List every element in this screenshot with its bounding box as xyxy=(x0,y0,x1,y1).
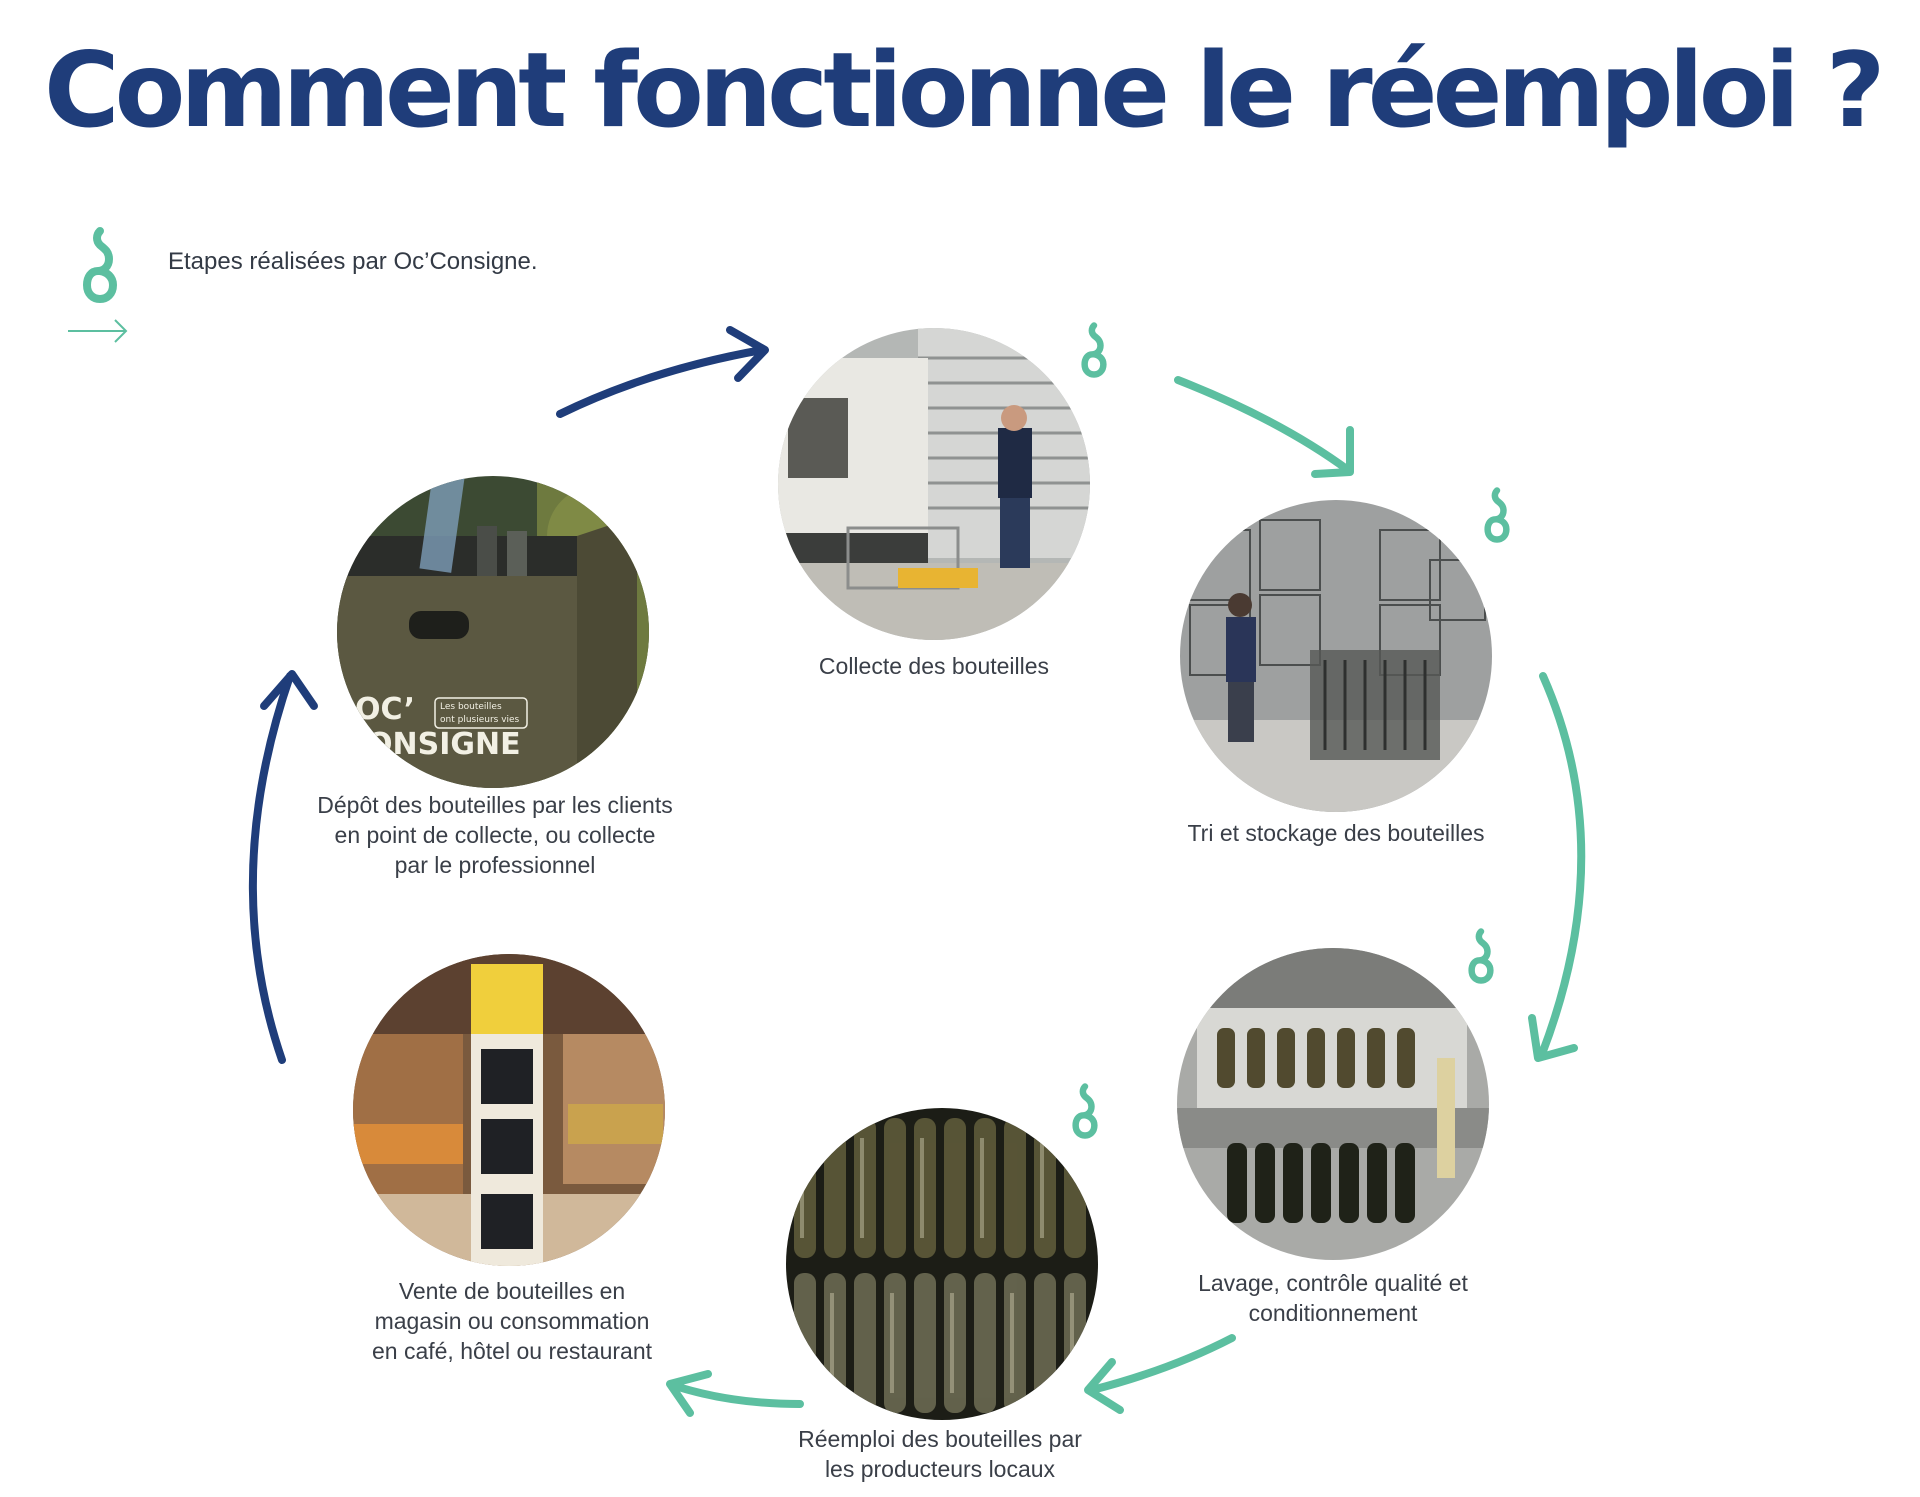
legend-text: Etapes réalisées par Oc’Consigne. xyxy=(168,248,538,275)
caption-tri: Tri et stockage des bouteilles xyxy=(1136,818,1536,848)
caption-line: les producteurs locaux xyxy=(824,1456,1056,1482)
oc-consigne-logo-icon xyxy=(1484,487,1510,543)
arrow-vente-to-depot xyxy=(248,670,318,1064)
caption-line: en point de collecte, ou collecte xyxy=(334,822,656,848)
photo-crate-badge-1: Les bouteilles xyxy=(440,702,502,712)
caption-line: conditionnement xyxy=(1248,1300,1418,1326)
photo-crate-badge-2: ont plusieurs vies xyxy=(440,715,520,725)
photo-reemploi xyxy=(786,1108,1098,1420)
photo-collecte xyxy=(778,328,1090,640)
photo-depot: OC’ CONSIGNE Les bouteilles ont plusieur… xyxy=(337,476,649,788)
arrow-lavage-to-reemploi xyxy=(1084,1334,1236,1414)
oc-consigne-logo-icon xyxy=(82,227,118,304)
caption-depot: Dépôt des bouteilles par les clients en … xyxy=(265,790,725,880)
photo-vente xyxy=(353,954,665,1266)
caption-reemploi: Réemploi des bouteilles par les producte… xyxy=(740,1424,1140,1484)
oc-consigne-logo-icon xyxy=(1081,322,1107,378)
arrow-right-icon xyxy=(68,319,128,343)
caption-line: Tri et stockage des bouteilles xyxy=(1187,820,1485,846)
caption-line: magasin ou consommation xyxy=(374,1308,650,1334)
oc-consigne-logo-icon xyxy=(1072,1083,1098,1139)
arrow-reemploi-to-vente xyxy=(666,1370,804,1417)
caption-line: Collecte des bouteilles xyxy=(818,653,1050,679)
page-title: Comment fonctionne le réemploi ? xyxy=(44,31,1885,151)
caption-vente: Vente de bouteilles en magasin ou consom… xyxy=(312,1276,712,1366)
caption-line: Dépôt des bouteilles par les clients xyxy=(317,792,673,818)
caption-line: Vente de bouteilles en xyxy=(398,1278,626,1304)
caption-line: Lavage, contrôle qualité et xyxy=(1198,1270,1468,1296)
oc-consigne-logo-icon xyxy=(1468,928,1494,984)
caption-line: par le professionnel xyxy=(394,852,596,878)
caption-lavage: Lavage, contrôle qualité et conditionnem… xyxy=(1133,1268,1533,1328)
arrow-collecte-to-tri xyxy=(1174,376,1354,478)
photo-tri xyxy=(1180,500,1492,812)
arrow-tri-to-lavage xyxy=(1528,672,1586,1062)
photo-crate-text-1: OC’ xyxy=(355,692,415,727)
arrow-depot-to-collecte xyxy=(556,326,769,418)
caption-line: en café, hôtel ou restaurant xyxy=(371,1338,653,1364)
photo-lavage xyxy=(1177,948,1489,1260)
caption-line: Réemploi des bouteilles par xyxy=(798,1426,1082,1452)
caption-collecte: Collecte des bouteilles xyxy=(734,651,1134,681)
